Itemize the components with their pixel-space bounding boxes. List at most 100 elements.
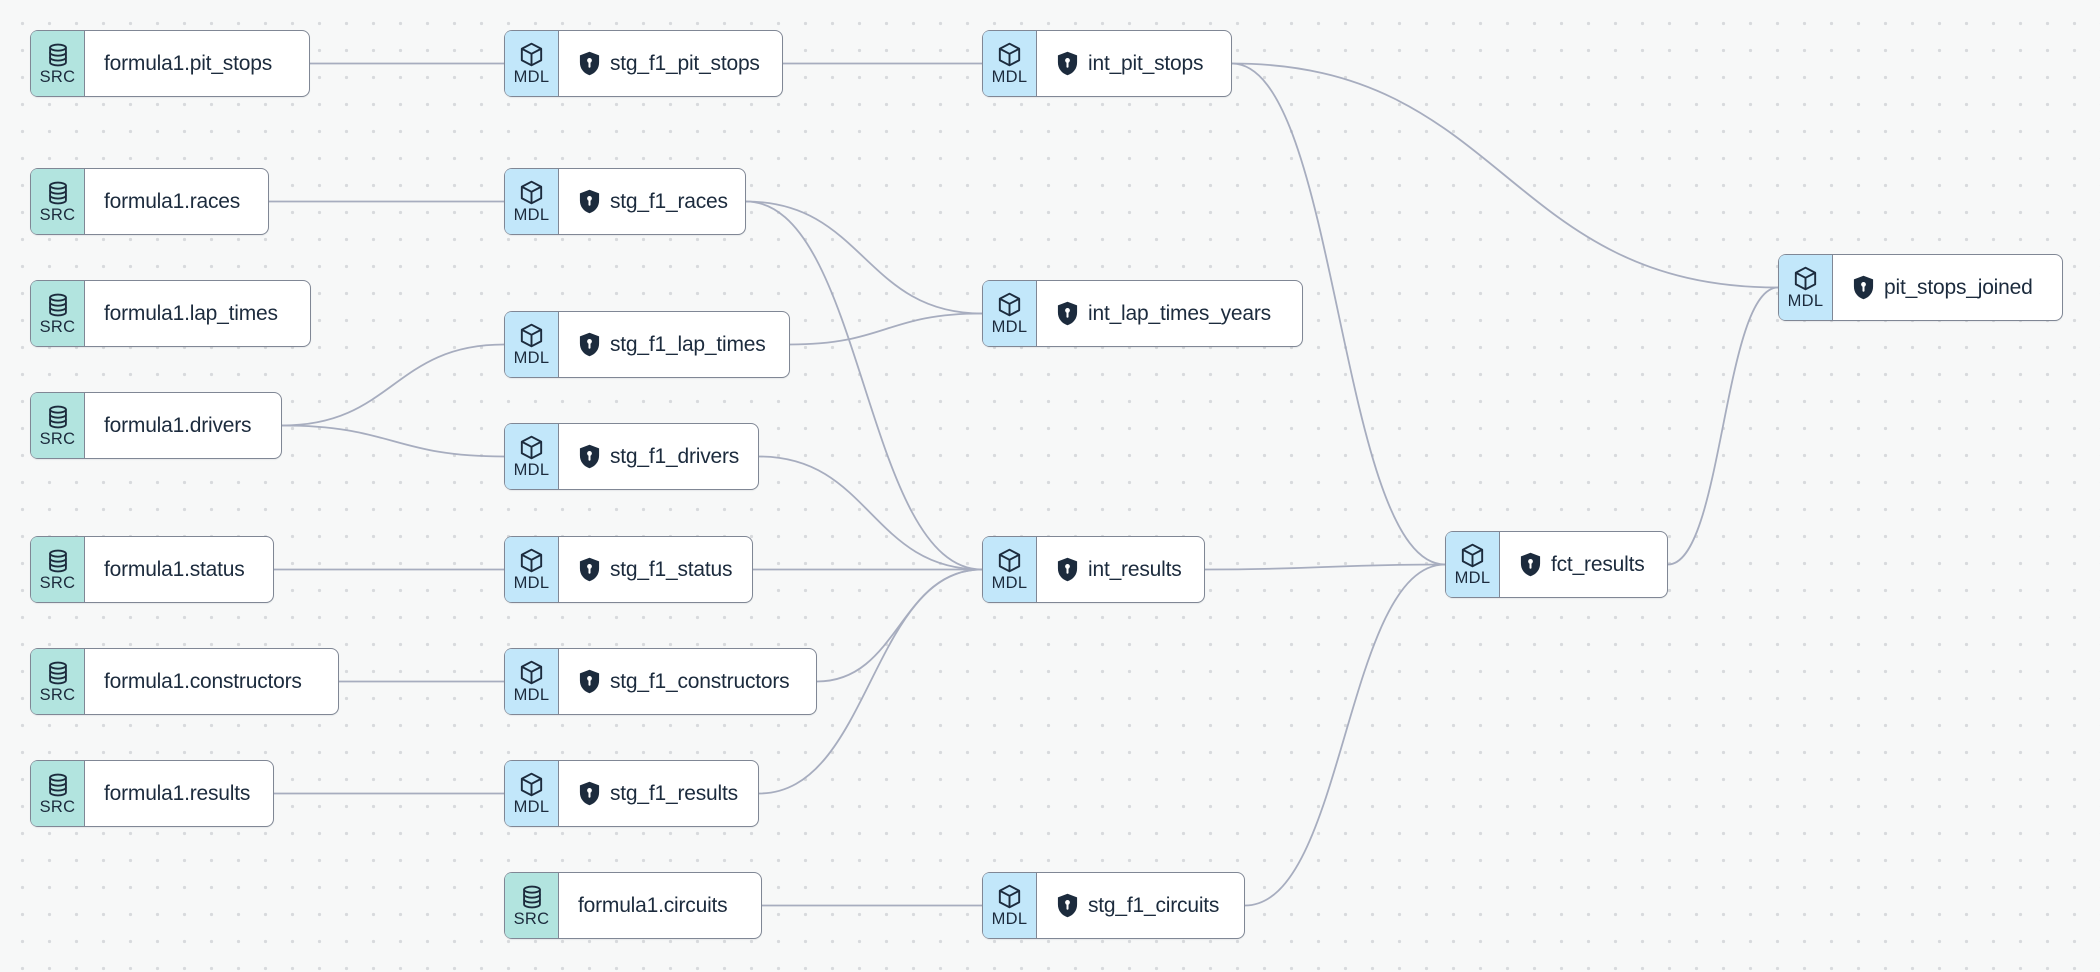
database-icon bbox=[48, 181, 67, 205]
node-stg_f1_lap_times[interactable]: MDL stg_f1_lap_times bbox=[504, 311, 790, 378]
shield-lock-icon bbox=[579, 557, 600, 582]
node-int_pit_stops[interactable]: MDL int_pit_stops bbox=[982, 30, 1232, 97]
source-badge: SRC bbox=[31, 393, 85, 458]
node-label: formula1.races bbox=[104, 189, 241, 213]
source-badge: SRC bbox=[31, 31, 85, 96]
badge-label: MDL bbox=[513, 68, 550, 87]
edge-stg_circuits-to-fct_results bbox=[1244, 563, 1446, 907]
badge-label: MDL bbox=[1454, 569, 1491, 588]
model-badge: MDL bbox=[1779, 255, 1833, 320]
badge-label: MDL bbox=[991, 318, 1028, 337]
badge-label: SRC bbox=[39, 317, 76, 336]
badge-label: MDL bbox=[513, 798, 550, 817]
edge-fct_results-to-pit_stops_joined bbox=[1667, 286, 1779, 566]
shield-lock-icon bbox=[1057, 51, 1078, 76]
node-formula1.status[interactable]: SRC formula1.status bbox=[30, 536, 274, 603]
edge-stg_races-to-int_results bbox=[745, 200, 983, 571]
node-body: stg_f1_lap_times bbox=[559, 312, 789, 377]
badge-label: MDL bbox=[1787, 292, 1824, 311]
node-pit_stops_joined[interactable]: MDL pit_stops_joined bbox=[1778, 254, 2063, 321]
node-label: stg_f1_drivers bbox=[610, 444, 740, 468]
cube-icon bbox=[520, 180, 543, 205]
node-label: int_pit_stops bbox=[1088, 51, 1204, 75]
node-body: pit_stops_joined bbox=[1833, 255, 2062, 320]
edge-stg_races-to-int_lap_times_years bbox=[745, 200, 983, 315]
model-badge: MDL bbox=[983, 281, 1037, 346]
node-label: formula1.results bbox=[104, 781, 251, 805]
node-stg_f1_circuits[interactable]: MDL stg_f1_circuits bbox=[982, 872, 1245, 939]
node-int_lap_times_years[interactable]: MDL int_lap_times_years bbox=[982, 280, 1303, 347]
node-label: fct_results bbox=[1551, 552, 1645, 576]
shield-lock-icon bbox=[579, 669, 600, 694]
node-label: formula1.circuits bbox=[578, 893, 728, 917]
shield-lock-icon bbox=[1853, 275, 1874, 300]
node-body: int_lap_times_years bbox=[1037, 281, 1302, 346]
edge-src_drivers-to-stg_drivers bbox=[281, 424, 505, 458]
node-body: formula1.circuits bbox=[559, 873, 761, 938]
shield-lock-icon bbox=[1057, 301, 1078, 326]
node-fct_results[interactable]: MDL fct_results bbox=[1445, 531, 1668, 598]
cube-icon bbox=[520, 323, 543, 348]
node-formula1.pit_stops[interactable]: SRC formula1.pit_stops bbox=[30, 30, 310, 97]
node-label: stg_f1_constructors bbox=[610, 669, 790, 693]
node-label: formula1.status bbox=[104, 557, 245, 581]
node-stg_f1_pit_stops[interactable]: MDL stg_f1_pit_stops bbox=[504, 30, 783, 97]
shield-lock-icon bbox=[579, 444, 600, 469]
cube-icon bbox=[520, 660, 543, 685]
node-body: formula1.lap_times bbox=[85, 281, 310, 346]
cube-icon bbox=[998, 292, 1021, 317]
edge-src_drivers-to-stg_lap_times bbox=[281, 343, 505, 427]
cube-icon bbox=[998, 548, 1021, 573]
database-icon bbox=[48, 549, 67, 573]
database-icon bbox=[48, 661, 67, 685]
node-label: stg_f1_circuits bbox=[1088, 893, 1220, 917]
badge-label: MDL bbox=[991, 68, 1028, 87]
badge-label: MDL bbox=[513, 461, 550, 480]
node-label: stg_f1_status bbox=[610, 557, 733, 581]
badge-label: MDL bbox=[513, 206, 550, 225]
edge-stg_drivers-to-int_results bbox=[758, 455, 983, 571]
shield-lock-icon bbox=[579, 332, 600, 357]
node-body: formula1.races bbox=[85, 169, 268, 234]
node-stg_f1_status[interactable]: MDL stg_f1_status bbox=[504, 536, 753, 603]
node-stg_f1_results[interactable]: MDL stg_f1_results bbox=[504, 760, 759, 827]
model-badge: MDL bbox=[983, 31, 1037, 96]
badge-label: MDL bbox=[513, 574, 550, 593]
node-int_results[interactable]: MDL int_results bbox=[982, 536, 1205, 603]
node-body: formula1.results bbox=[85, 761, 273, 826]
node-stg_f1_drivers[interactable]: MDL stg_f1_drivers bbox=[504, 423, 759, 490]
node-label: stg_f1_pit_stops bbox=[610, 51, 760, 75]
node-body: stg_f1_pit_stops bbox=[559, 31, 782, 96]
model-badge: MDL bbox=[983, 537, 1037, 602]
node-body: int_pit_stops bbox=[1037, 31, 1231, 96]
node-body: stg_f1_races bbox=[559, 169, 745, 234]
node-label: formula1.drivers bbox=[104, 413, 252, 437]
node-stg_f1_constructors[interactable]: MDL stg_f1_constructors bbox=[504, 648, 817, 715]
node-label: stg_f1_results bbox=[610, 781, 738, 805]
edge-int_pit_stops-to-pit_stops_joined bbox=[1231, 62, 1779, 289]
node-label: formula1.constructors bbox=[104, 669, 302, 693]
source-badge: SRC bbox=[31, 649, 85, 714]
edge-stg_lap_times-to-int_lap_times_years bbox=[789, 312, 983, 346]
node-body: int_results bbox=[1037, 537, 1204, 602]
badge-label: MDL bbox=[991, 574, 1028, 593]
cube-icon bbox=[998, 884, 1021, 909]
node-formula1.constructors[interactable]: SRC formula1.constructors bbox=[30, 648, 339, 715]
cube-icon bbox=[1794, 266, 1817, 291]
node-body: formula1.status bbox=[85, 537, 273, 602]
node-formula1.drivers[interactable]: SRC formula1.drivers bbox=[30, 392, 282, 459]
node-label: int_lap_times_years bbox=[1088, 301, 1271, 325]
badge-label: SRC bbox=[39, 67, 76, 86]
node-body: formula1.pit_stops bbox=[85, 31, 309, 96]
node-formula1.lap_times[interactable]: SRC formula1.lap_times bbox=[30, 280, 311, 347]
node-stg_f1_races[interactable]: MDL stg_f1_races bbox=[504, 168, 746, 235]
model-badge: MDL bbox=[505, 169, 559, 234]
cube-icon bbox=[998, 42, 1021, 67]
node-label: stg_f1_races bbox=[610, 189, 728, 213]
badge-label: MDL bbox=[991, 910, 1028, 929]
badge-label: SRC bbox=[39, 573, 76, 592]
